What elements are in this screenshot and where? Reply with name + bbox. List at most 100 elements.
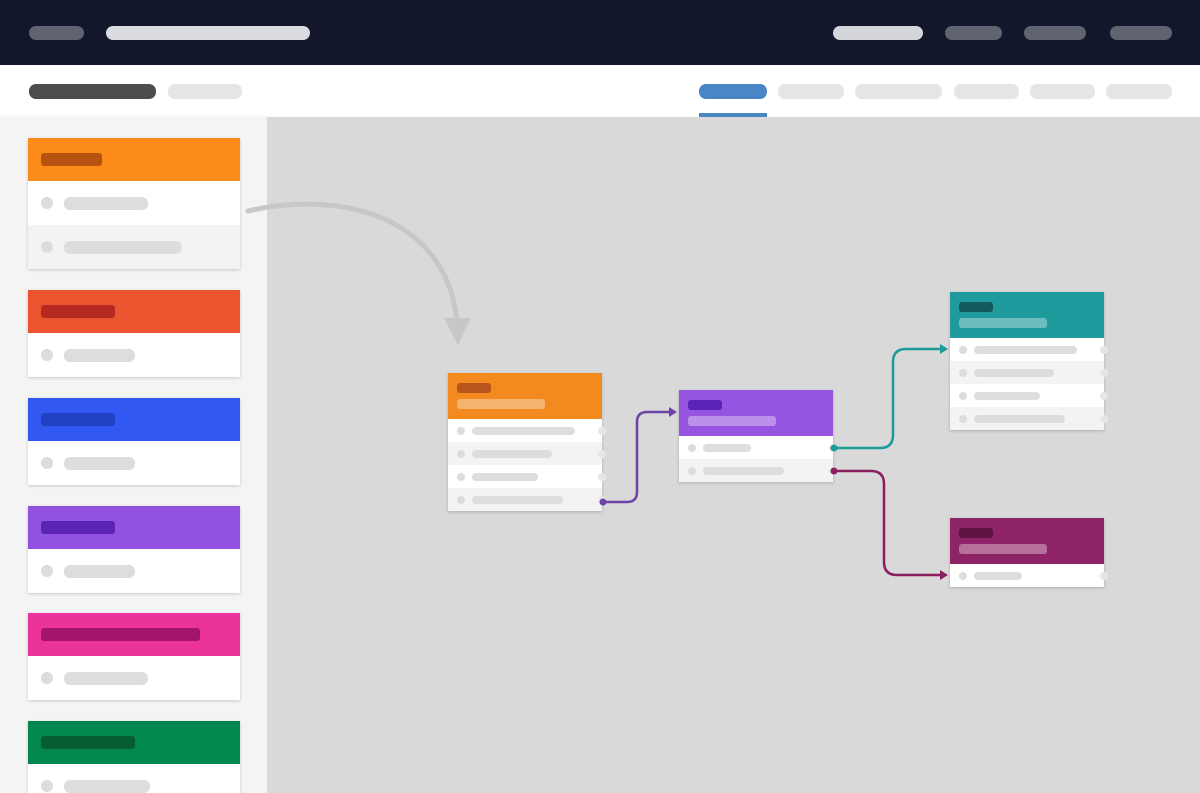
connector-port[interactable] (1100, 392, 1108, 400)
node-title-placeholder (457, 383, 491, 393)
connector-port[interactable] (1100, 369, 1108, 377)
red-orange-template[interactable] (28, 290, 240, 377)
template-title-placeholder (41, 305, 115, 318)
node-header[interactable] (950, 292, 1104, 338)
connector-port[interactable] (829, 444, 837, 452)
template-sidebar (0, 117, 267, 793)
field-label-placeholder (64, 780, 150, 793)
field-dot-icon (688, 444, 696, 452)
node-header[interactable] (679, 390, 833, 436)
field-label-placeholder (64, 241, 182, 254)
field-dot-icon (688, 467, 696, 475)
nav-item-placeholder-1[interactable] (945, 26, 1002, 40)
connector-port[interactable] (1100, 415, 1108, 423)
tab-active-placeholder[interactable] (699, 84, 767, 99)
top-navigation-bar (0, 0, 1200, 65)
template-field-row (28, 441, 240, 485)
connector-port[interactable] (598, 496, 606, 504)
account-placeholder[interactable] (833, 26, 923, 40)
node-field-row[interactable] (448, 465, 606, 488)
field-label-placeholder (974, 392, 1040, 400)
connector-port[interactable] (598, 473, 606, 481)
node-field-row[interactable] (950, 407, 1108, 430)
magenta-node[interactable] (950, 518, 1108, 587)
blue-template[interactable] (28, 398, 240, 485)
field-label-placeholder (703, 444, 751, 452)
field-dot-icon (41, 672, 53, 684)
template-header (28, 290, 240, 333)
template-field-row (28, 225, 240, 269)
tab-placeholder-4[interactable] (954, 84, 1019, 99)
teal-node[interactable] (950, 292, 1108, 430)
template-header (28, 506, 240, 549)
field-label-placeholder (64, 457, 135, 470)
orange-template[interactable] (28, 138, 240, 269)
template-field-row (28, 333, 240, 377)
field-dot-icon (41, 241, 53, 253)
field-dot-icon (41, 457, 53, 469)
field-label-placeholder (472, 427, 575, 435)
active-tab-indicator (699, 113, 767, 117)
green-template[interactable] (28, 721, 240, 793)
purple-node[interactable] (679, 390, 837, 482)
tab-placeholder-6[interactable] (1106, 84, 1172, 99)
field-label-placeholder (974, 346, 1077, 354)
node-field-row[interactable] (679, 436, 837, 459)
node-subtitle-placeholder (688, 416, 776, 426)
node-field-row[interactable] (448, 419, 606, 442)
nav-item-placeholder-3[interactable] (1110, 26, 1172, 40)
field-dot-icon (41, 565, 53, 577)
node-field-row[interactable] (950, 361, 1108, 384)
node-field-row[interactable] (679, 459, 837, 482)
connector-port[interactable] (1100, 572, 1108, 580)
node-field-row[interactable] (950, 564, 1108, 587)
template-title-placeholder (41, 413, 115, 426)
template-field-row (28, 656, 240, 700)
connector-port[interactable] (598, 427, 606, 435)
node-header[interactable] (950, 518, 1104, 564)
connector-port[interactable] (598, 450, 606, 458)
node-header[interactable] (448, 373, 602, 419)
purple-template[interactable] (28, 506, 240, 593)
template-field-row (28, 764, 240, 793)
field-dot-icon (457, 473, 465, 481)
template-title-placeholder (41, 628, 200, 641)
node-field-row[interactable] (448, 442, 606, 465)
app-title-placeholder (106, 26, 310, 40)
field-label-placeholder (64, 349, 135, 362)
node-subtitle-placeholder (959, 544, 1047, 554)
field-dot-icon (457, 450, 465, 458)
field-label-placeholder (974, 415, 1065, 423)
secondary-toolbar (0, 65, 1200, 117)
template-title-placeholder (41, 521, 115, 534)
tab-placeholder-3[interactable] (855, 84, 942, 99)
node-field-row[interactable] (448, 488, 606, 511)
node-field-row[interactable] (950, 338, 1108, 361)
template-title-placeholder (41, 153, 102, 166)
tab-placeholder-2[interactable] (778, 84, 844, 99)
template-header (28, 613, 240, 656)
field-label-placeholder (472, 450, 552, 458)
app-menu-placeholder[interactable] (29, 26, 84, 40)
field-dot-icon (41, 780, 53, 792)
field-label-placeholder (64, 672, 148, 685)
connector-port[interactable] (1100, 346, 1108, 354)
orange-node[interactable] (448, 373, 606, 511)
field-label-placeholder (64, 197, 148, 210)
node-title-placeholder (959, 302, 993, 312)
tab-placeholder-5[interactable] (1030, 84, 1095, 99)
field-dot-icon (959, 392, 967, 400)
node-title-placeholder (959, 528, 993, 538)
field-dot-icon (41, 197, 53, 209)
node-field-row[interactable] (950, 384, 1108, 407)
field-label-placeholder (64, 565, 135, 578)
nav-item-placeholder-2[interactable] (1024, 26, 1086, 40)
field-label-placeholder (703, 467, 784, 475)
template-field-row (28, 181, 240, 225)
subtitle-placeholder (168, 84, 242, 99)
connector-port[interactable] (829, 467, 837, 475)
field-label-placeholder (974, 572, 1022, 580)
template-header (28, 138, 240, 181)
pink-template[interactable] (28, 613, 240, 700)
field-dot-icon (959, 369, 967, 377)
